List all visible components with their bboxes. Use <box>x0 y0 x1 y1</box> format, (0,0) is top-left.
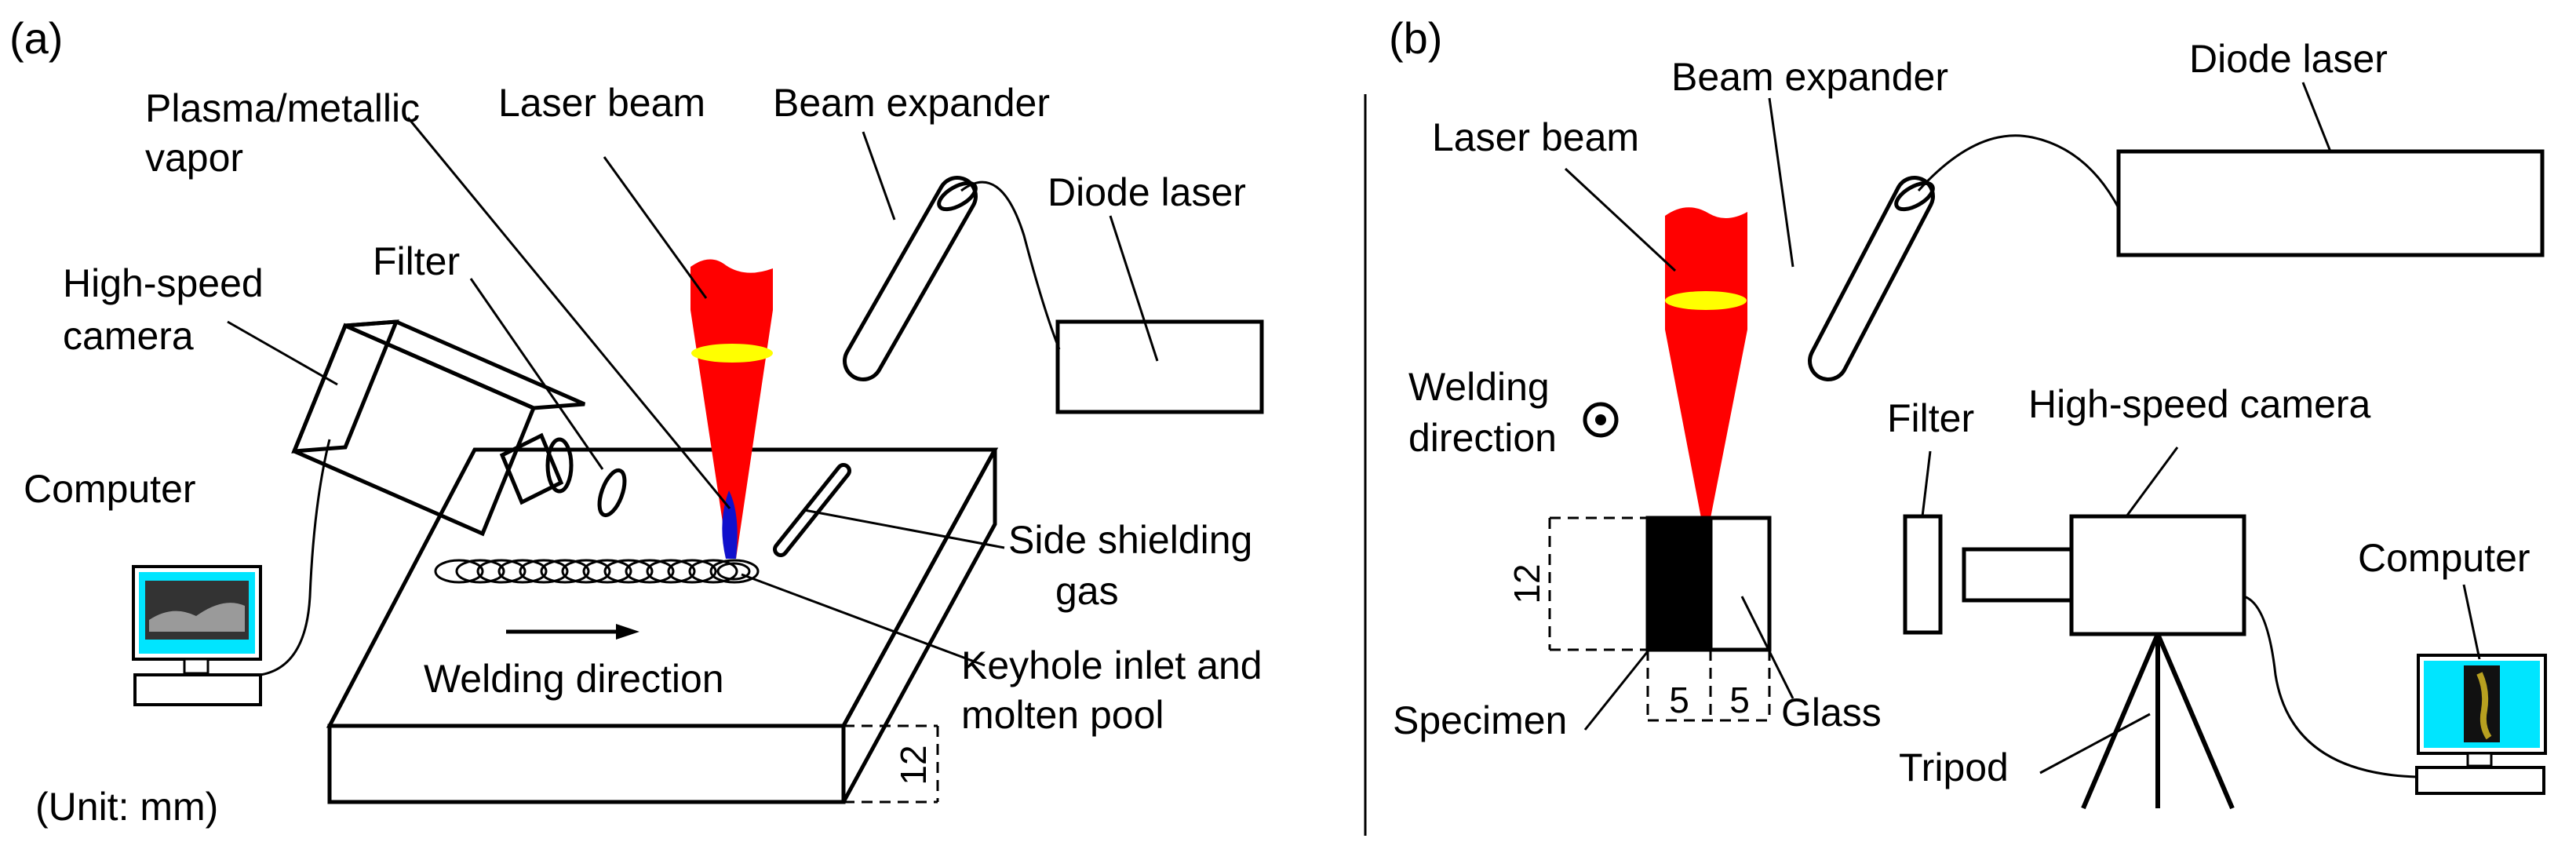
leader-beam-expander-b <box>1768 97 1794 268</box>
panel-a: (a) 12 <box>9 13 1264 829</box>
leader-side-gas <box>803 509 1005 549</box>
glass-label: Glass <box>1781 691 1882 735</box>
diode-laser-label-b: Diode laser <box>2189 37 2388 81</box>
filter-a <box>597 468 627 518</box>
laser-beam-a <box>690 259 773 559</box>
width-glass-value: 5 <box>1729 680 1750 720</box>
height-dimension: 12 <box>1507 516 1648 651</box>
filter-b <box>1903 514 1943 635</box>
leader-filter-a <box>469 278 604 470</box>
leader-plasma <box>406 117 731 509</box>
high-speed-camera-label-line2: camera <box>63 314 194 358</box>
filter-label-b: Filter <box>1887 396 1974 440</box>
high-speed-camera-a <box>291 319 586 537</box>
filter-label-a: Filter <box>373 239 460 283</box>
specimen-block <box>1645 516 1713 652</box>
leader-diode-laser-b <box>2301 82 2332 152</box>
welding-direction-label: Welding direction <box>424 657 724 701</box>
leader-laser-beam-b <box>1564 167 1677 272</box>
thickness-dimension: 12 <box>843 724 939 804</box>
height-value: 12 <box>1507 563 1547 603</box>
width-specimen-value: 5 <box>1669 680 1689 720</box>
high-speed-camera-label-line1: High-speed <box>63 261 264 305</box>
leader-filter-b <box>1921 450 1932 517</box>
leader-camera-a <box>227 320 338 386</box>
leader-computer-b <box>2462 584 2481 660</box>
leader-beam-expander-a <box>862 131 896 221</box>
leader-specimen <box>1583 651 1649 731</box>
leader-laser-beam-a <box>603 156 708 299</box>
beam-expander-label-b: Beam expander <box>1671 55 1948 99</box>
welding-direction-label-line2: direction <box>1408 416 1557 460</box>
leader-tripod <box>2039 713 2151 775</box>
high-speed-camera-b <box>1962 514 2246 636</box>
computer-a <box>132 565 262 706</box>
computer-label-b: Computer <box>2358 536 2530 580</box>
panel-a-tag: (a) <box>9 13 63 63</box>
plasma-label-line1: Plasma/metallic <box>145 86 420 130</box>
welding-direction-label-line1: Welding <box>1408 365 1550 409</box>
specimen-label: Specimen <box>1393 698 1567 742</box>
tripod-label: Tripod <box>1899 745 2009 789</box>
side-shielding-label-line1: Side shielding <box>1008 518 1252 562</box>
beam-expander-a <box>843 176 978 381</box>
unit-label: (Unit: mm) <box>35 785 218 829</box>
computer-cable-a <box>260 439 331 676</box>
plasma-label-line2: vapor <box>145 136 243 180</box>
side-shielding-label-line2: gas <box>1055 569 1119 613</box>
weld-bead <box>434 559 760 584</box>
leader-keyhole <box>741 573 986 667</box>
leader-camera-b <box>2125 447 2179 517</box>
plasma-plume <box>722 490 738 559</box>
laser-beam-b <box>1665 207 1747 518</box>
keyhole-label-line1: Keyhole inlet and <box>961 643 1262 687</box>
leader-glass <box>1740 596 1794 699</box>
welding-direction-arrow <box>506 624 639 640</box>
panel-b-tag: (b) <box>1389 13 1442 63</box>
side-gas-nozzle <box>773 463 851 557</box>
panel-b: (b) 12 <box>1389 13 2547 810</box>
diode-laser-box-b <box>2116 149 2545 257</box>
beam-expander-label-a: Beam expander <box>773 81 1050 125</box>
laser-beam-label-b: Laser beam <box>1432 115 1639 159</box>
computer-cable-b <box>2243 595 2418 778</box>
welding-direction-symbol <box>1583 402 1619 438</box>
beam-expander-b <box>1808 176 1935 381</box>
laser-beam-label-a: Laser beam <box>498 81 705 125</box>
fiber-cable-a <box>960 180 1061 350</box>
tripod <box>2081 632 2235 810</box>
width-dimensions: 5 5 <box>1646 650 1771 722</box>
fiber-cable-b <box>1917 134 2120 209</box>
thickness-value: 12 <box>893 745 934 785</box>
diode-laser-box-a <box>1055 319 1264 414</box>
leader-diode-laser-a <box>1109 215 1159 362</box>
computer-label-a: Computer <box>24 467 196 511</box>
keyhole-label-line2: molten pool <box>961 693 1164 737</box>
keyhole <box>716 562 751 581</box>
diode-laser-label-a: Diode laser <box>1048 170 1246 214</box>
high-speed-camera-label-b: High-speed camera <box>2028 382 2371 426</box>
computer-b <box>2415 654 2547 795</box>
glass-block <box>1708 516 1772 652</box>
